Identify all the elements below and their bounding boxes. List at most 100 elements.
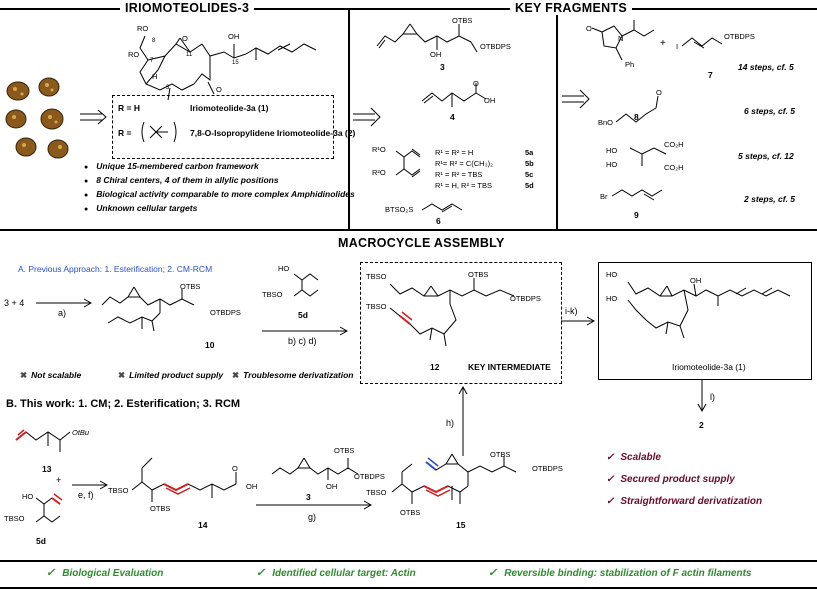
footer-item: ✓Identified cellular target: Actin (256, 567, 416, 579)
compound-5-id: 5b (525, 159, 534, 168)
atom-h: H (152, 72, 158, 81)
atom-r2o: R²O (372, 168, 386, 177)
compound-5-id: 5a (525, 148, 534, 157)
atom-otbdps: OTBDPS (480, 42, 511, 51)
footer-item: ✓Reversible binding: stabilization of F … (488, 567, 752, 579)
atom-oh: OH (484, 96, 496, 105)
atom-ho: HO (606, 160, 618, 169)
atom-o: O (232, 464, 238, 473)
bullet-item: 8 Chiral centers, 4 of them in allylic p… (84, 175, 278, 185)
product-structure (627, 281, 791, 339)
atom-otbdps: OTBDPS (532, 464, 563, 473)
atom-n15: 15 (232, 60, 239, 66)
compound-3-small (271, 457, 359, 480)
r-h-name: Iriomoteolide-3a (1) (190, 103, 269, 113)
step-h: h) (446, 418, 455, 428)
atom-br: Br (600, 192, 608, 201)
compound-label-15: 15 (456, 520, 466, 530)
plus-sign: + (56, 475, 62, 485)
atom-n: N (618, 34, 624, 43)
bullet-item: Biological activity comparable to more c… (84, 189, 355, 199)
atom-oh: OH (246, 482, 258, 491)
atom-otbs: OTBS (180, 282, 201, 291)
key-intermediate-label: KEY INTERMEDIATE (468, 362, 551, 372)
footer-item: ✓Biological Evaluation (46, 567, 164, 579)
atom-tbso: TBSO (366, 272, 387, 281)
pro-item: ✓Secured product supply (606, 474, 735, 485)
compound-14-structure (131, 457, 237, 502)
start-reagents: 3 + 4 (4, 298, 25, 308)
compound-5-structure (395, 148, 421, 178)
this-work-title: B. This work: 1. CM; 2. Esterification; … (6, 398, 241, 410)
divider-right (556, 8, 558, 230)
steps-label: 6 steps, cf. 5 (744, 106, 796, 116)
compound-5-row: R¹ = R² = H (435, 148, 474, 157)
compound-label-10: 10 (205, 340, 215, 350)
cross-icon: ✖ (232, 370, 240, 380)
atom-co2h: CO₂H (664, 163, 684, 172)
steps-ef: e, f) (78, 490, 94, 500)
acetonide-icon (141, 121, 177, 143)
check-icon: ✓ (606, 452, 615, 463)
atom-o: O (656, 88, 662, 97)
steps-label: 2 steps, cf. 5 (744, 194, 796, 204)
compound-5-id: 5d (525, 181, 534, 190)
steps-bcd: b) c) d) (288, 336, 317, 346)
footer-border-top (0, 560, 817, 562)
atom-ro-left: RO (128, 50, 140, 59)
atom-otbdps: OTBDPS (210, 308, 241, 317)
compound-5-row: R¹ = R² = TBS (435, 170, 483, 179)
compound-label-13: 13 (42, 464, 52, 474)
compound-5-row: R¹= R² = C(CH₃)₂ (435, 159, 494, 168)
atom-n11: 11 (186, 52, 193, 58)
atom-oh: OH (430, 50, 442, 59)
compound-3-structure (376, 23, 478, 53)
compound-label-5d: 5d (36, 536, 46, 546)
atom-ro-top: RO (137, 24, 149, 33)
mid-border (0, 229, 817, 231)
atom-otbs: OTBS (400, 508, 421, 517)
r-group-box (112, 95, 334, 159)
compound-label-9: 9 (634, 210, 639, 220)
plus-sign: + (660, 38, 666, 49)
atom-o-lactone: O (216, 85, 222, 94)
arrow-l (697, 380, 707, 413)
compound-label-3: 3 (440, 62, 445, 72)
atom-tbso: TBSO (366, 488, 387, 497)
compound-label-12: 12 (430, 362, 440, 372)
compound-5d-small (293, 273, 319, 297)
check-icon: ✓ (606, 496, 615, 507)
atom-otbdps: OTBDPS (354, 472, 385, 481)
con-item: ✖Not scalable (20, 370, 82, 380)
retrosynthesis-arrow-icon (353, 107, 381, 127)
con-item: ✖Limited product supply (118, 370, 224, 380)
step-a: a) (58, 308, 67, 318)
atom-tbso: TBSO (366, 302, 387, 311)
compound-label-4: 4 (450, 112, 455, 122)
atom-otbs: OTBS (334, 446, 355, 455)
cross-icon: ✖ (118, 370, 126, 380)
compound-5d-structure (35, 493, 63, 523)
compound-6-chain (421, 203, 463, 213)
atom-otbdps: OTBDPS (510, 294, 541, 303)
compound-15-structure (391, 453, 517, 504)
iriomoteolide-structure (139, 35, 317, 101)
compound-4-structure (421, 83, 487, 107)
section-title-macrocycle: MACROCYCLE ASSEMBLY (338, 236, 505, 250)
steps-label: 5 steps, cf. 12 (738, 151, 794, 161)
atom-i: I (676, 42, 679, 51)
compound-label-7: 7 (708, 70, 713, 80)
final-compound-2: 2 (699, 420, 704, 430)
divider-left (348, 8, 350, 230)
pro-item: ✓Scalable (606, 452, 661, 463)
atom-otbdps: OTBDPS (724, 32, 755, 41)
previous-approach-title: A. Previous Approach: 1. Esterification;… (18, 264, 213, 274)
compound-7-chain (681, 37, 723, 49)
con-item: ✖Troublesome derivatization (232, 370, 354, 380)
atom-tbso: TBSO (262, 290, 283, 299)
atom-ho: HO (278, 264, 290, 273)
step-l: l) (710, 392, 715, 402)
compound-label-6: 6 (436, 216, 441, 226)
atom-ho: HO (606, 270, 618, 279)
compound-6-formula: BTSO₂S (385, 205, 414, 214)
